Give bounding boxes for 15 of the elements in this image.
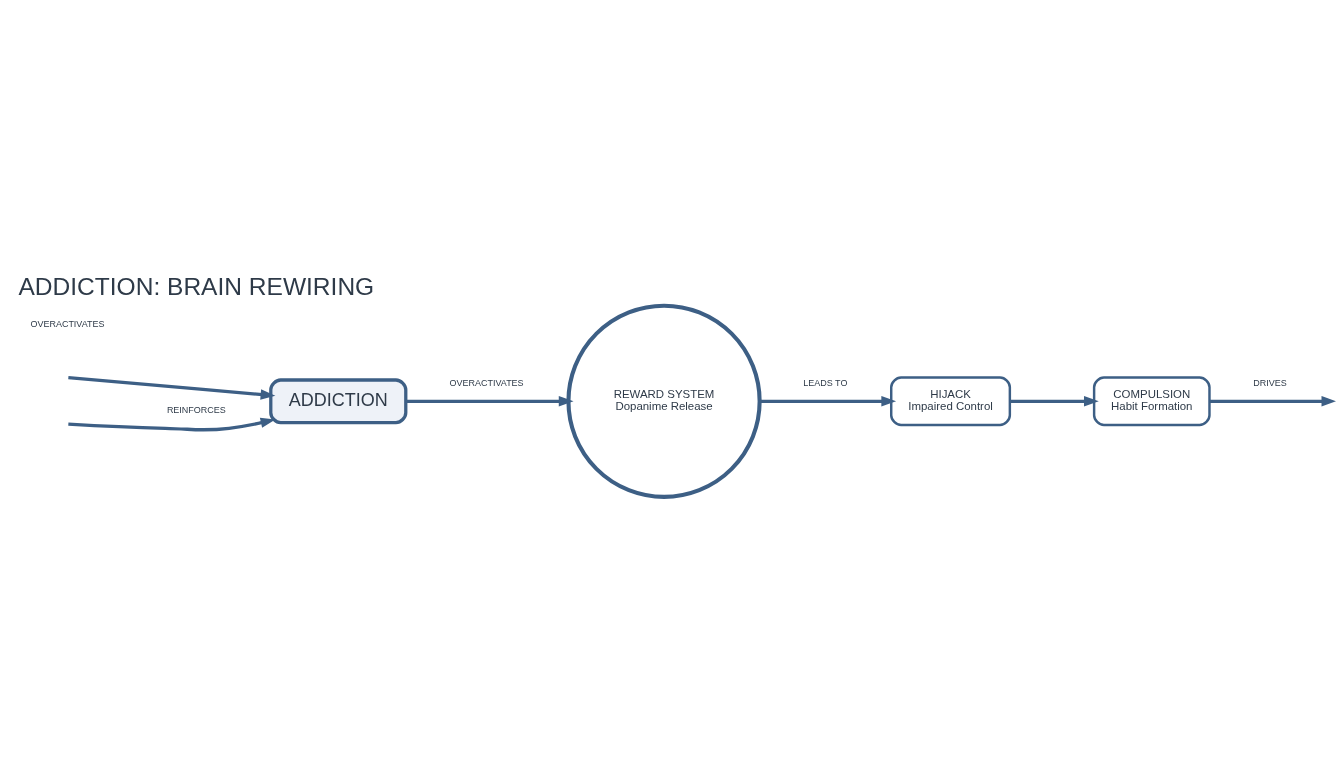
edge-label: LEADS TO: [803, 377, 848, 388]
arrow: [68, 417, 276, 432]
node-box: ADDICTION: [269, 377, 408, 424]
arrow: [1009, 395, 1099, 406]
edge-label: DRIVES: [1253, 377, 1287, 388]
node-circle: REWARD SYSTEM Dopanime Release: [566, 303, 762, 499]
arrow: [68, 375, 276, 400]
diagram-title: ADDICTION: BRAIN REWIRING: [18, 272, 375, 300]
arrow: [405, 395, 574, 406]
arrow: [759, 395, 897, 406]
node-box: HIJACK Impaired Control: [890, 375, 1012, 426]
edge-label: REINFORCES: [166, 404, 226, 415]
edge-label: OVERACTIVATES: [449, 377, 524, 388]
node-box: COMPULSION Habit Formation: [1092, 375, 1211, 426]
label: OVERACTIVATES: [30, 318, 105, 329]
